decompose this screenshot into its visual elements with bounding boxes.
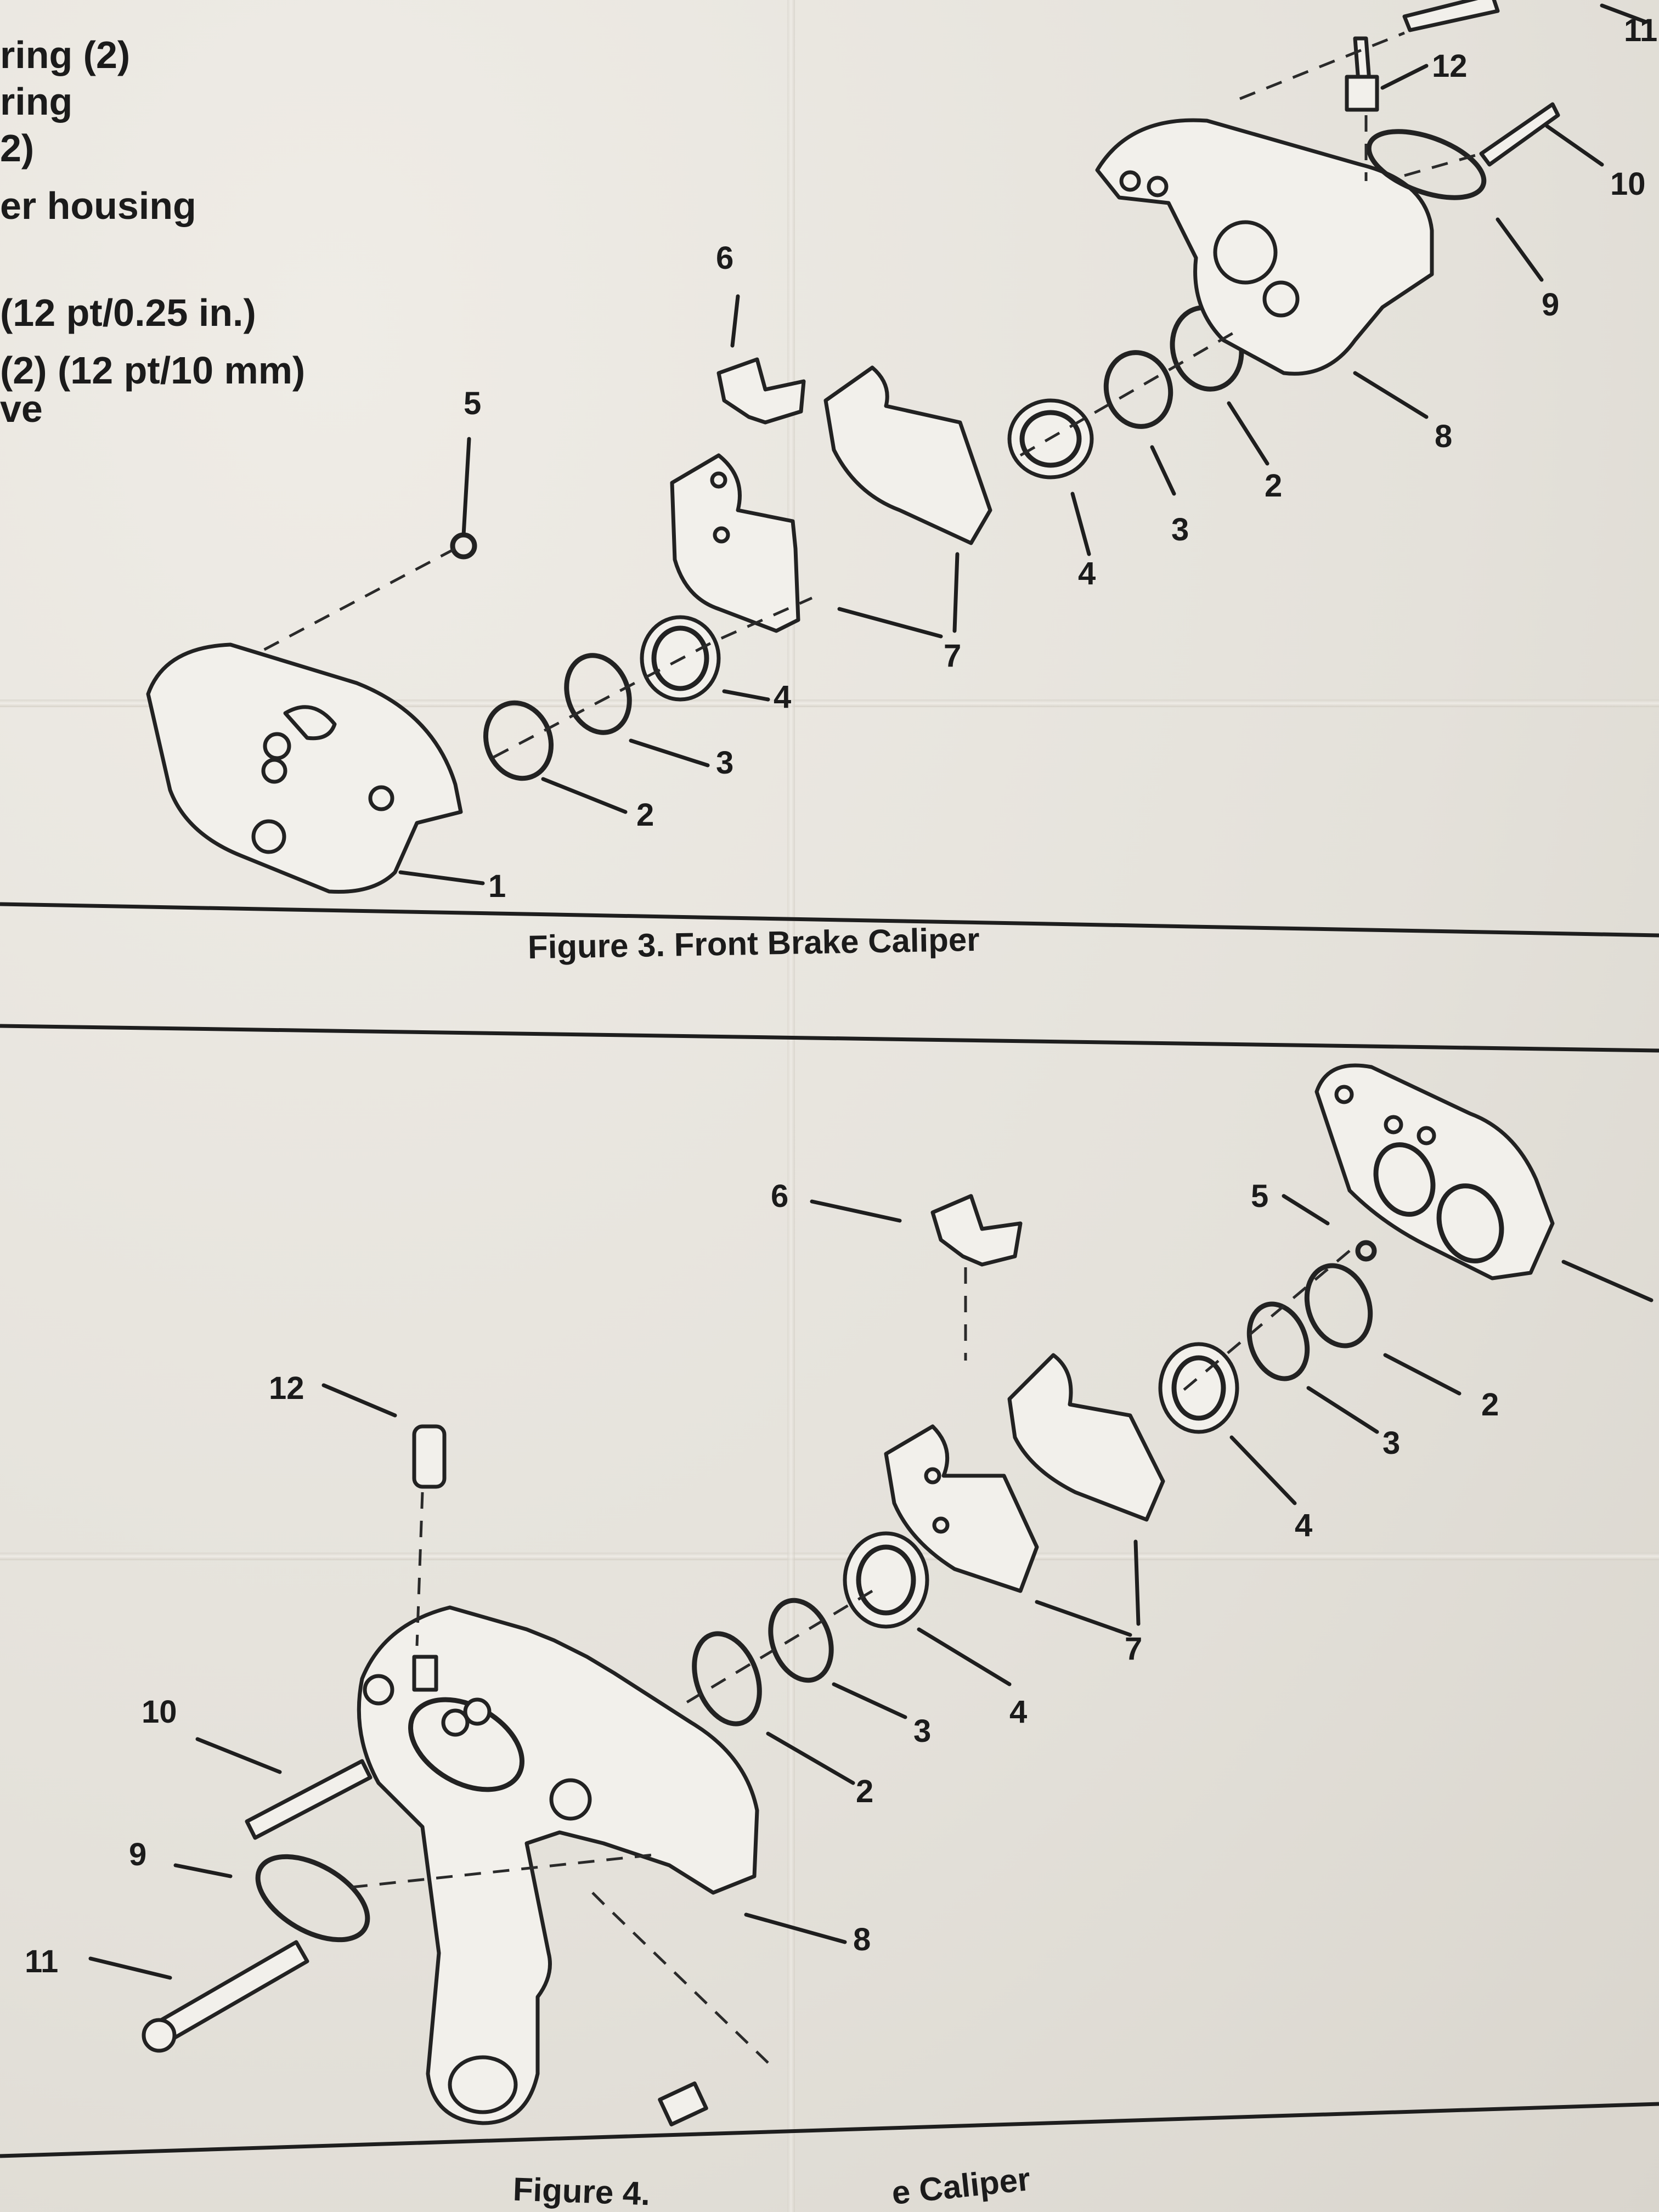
seal-ring-part — [692, 1631, 762, 1726]
callout-label: 3 — [1383, 1425, 1400, 1461]
callout-label: 4 — [1009, 1694, 1027, 1730]
legend-line: 2) — [0, 127, 35, 170]
figure-4-rear-caliper: 2 3 4 5 6 7 12 10 9 11 8 2 3 4 — [25, 1063, 1654, 2126]
separator-rule — [0, 1024, 1659, 1053]
callout-label: 8 — [853, 1922, 871, 1957]
paper-fold-horizontal — [0, 699, 1659, 707]
callout-label: 9 — [1542, 287, 1559, 323]
callout-label: 7 — [944, 638, 961, 674]
o-ring-part — [768, 1598, 834, 1683]
callout-label: 4 — [1295, 1508, 1312, 1543]
callout-label: 8 — [1435, 419, 1452, 454]
callout-label: 4 — [774, 679, 791, 715]
callout-label: 7 — [1125, 1631, 1142, 1667]
caliper-housing-part — [1314, 1063, 1555, 1280]
paper-fold-horizontal — [0, 1553, 1659, 1560]
brake-pad-part — [670, 453, 800, 633]
bleeder-valve-part — [1345, 75, 1379, 112]
figure-3-front-caliper: 1 2 3 4 5 6 7 2 3 4 7 8 9 10 11 12 — [146, 0, 1657, 904]
callout-label: 11 — [1624, 13, 1657, 48]
seal-ring-part — [1304, 1263, 1373, 1348]
caliper-housing-part — [146, 642, 463, 894]
washer-part — [1355, 1240, 1377, 1262]
callout-label: 2 — [636, 797, 654, 833]
legend-line: (2) (12 pt/10 mm) — [0, 349, 306, 392]
legend-line: ring — [0, 80, 73, 123]
callout-label: 5 — [464, 386, 481, 421]
callout-label: 3 — [1171, 512, 1189, 548]
bolt-part — [1479, 102, 1560, 167]
callout-label: 9 — [129, 1837, 146, 1872]
pad-clip-part — [716, 357, 806, 425]
separator-rule — [0, 2102, 1659, 2158]
o-ring-part — [1103, 350, 1173, 429]
bleeder-valve-part — [412, 1424, 447, 1489]
bolt-part — [151, 1940, 309, 2046]
callout-label: 3 — [913, 1713, 931, 1749]
brake-pad-part — [884, 1424, 1039, 1593]
legend-line: er housing — [0, 184, 196, 227]
callout-label: 11 — [25, 1944, 58, 1979]
boot-part — [255, 1854, 370, 1943]
callout-label: 6 — [771, 1178, 788, 1214]
callout-label: 4 — [1078, 556, 1096, 591]
callout-label: 5 — [1251, 1178, 1268, 1214]
pin-part — [245, 1759, 373, 1840]
caliper-mount-part — [357, 1605, 759, 2125]
legend-line: ring (2) — [0, 33, 131, 76]
callout-label: 3 — [716, 745, 733, 781]
brake-pad-part — [823, 365, 992, 545]
o-ring-part — [1246, 1301, 1310, 1381]
callout-label: 2 — [1481, 1387, 1499, 1423]
boot-part — [1366, 129, 1487, 200]
callout-label: 10 — [142, 1694, 177, 1730]
callout-label: 2 — [856, 1774, 873, 1809]
legend-line: ve — [0, 387, 43, 430]
callout-label: 12 — [1432, 48, 1468, 84]
pad-clip-part — [930, 1194, 1023, 1267]
seal-ring-part — [483, 700, 554, 781]
callout-label: 1 — [488, 868, 506, 904]
callout-label: 10 — [1610, 166, 1646, 202]
o-ring-part — [564, 653, 632, 735]
washer-part — [450, 532, 477, 560]
separator-rule — [0, 902, 1659, 938]
callout-label: 6 — [716, 240, 733, 276]
callout-label: 2 — [1265, 468, 1282, 504]
legend-line: (12 pt/0.25 in.) — [0, 291, 256, 334]
callout-label: 12 — [269, 1370, 304, 1406]
brake-pad-part — [1007, 1353, 1165, 1522]
